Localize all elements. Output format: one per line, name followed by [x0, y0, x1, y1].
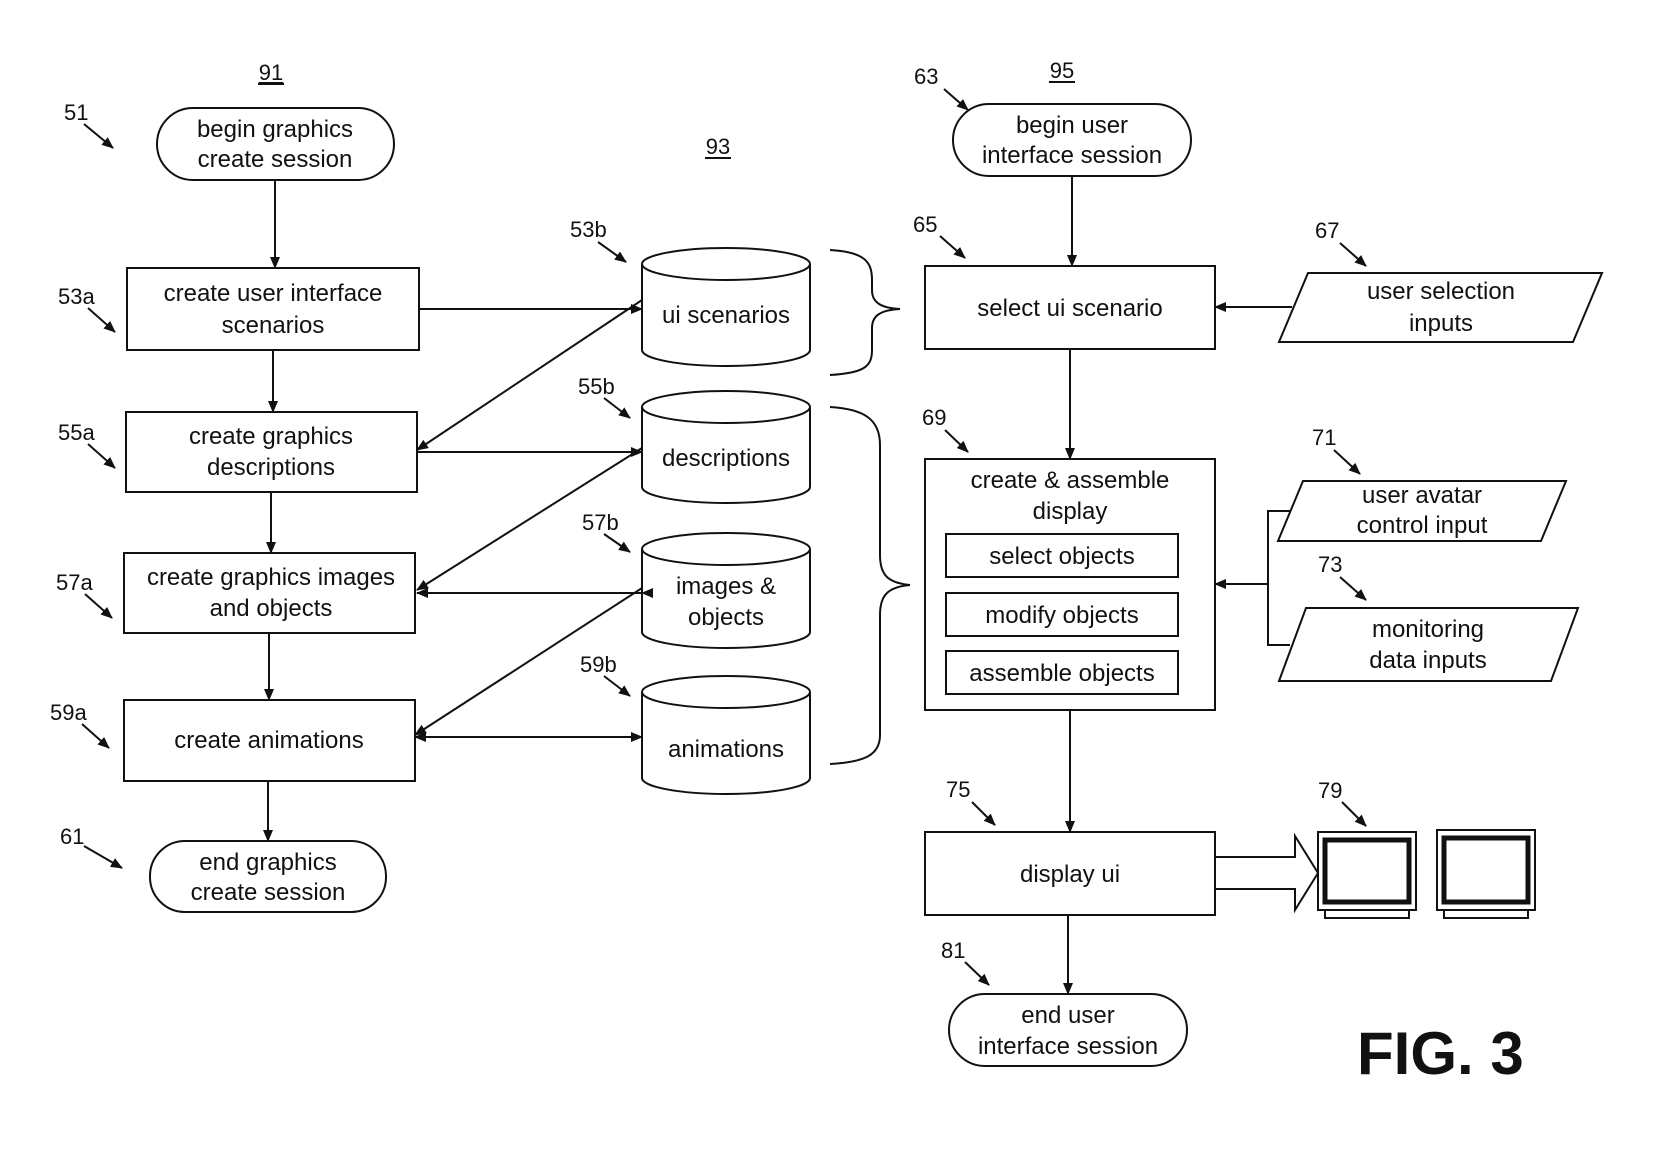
- brace-ui-scenarios: [830, 250, 900, 375]
- svg-text:animations: animations: [668, 736, 784, 763]
- end-ui-node: end user interface session: [949, 994, 1187, 1066]
- svg-text:descriptions: descriptions: [662, 445, 790, 472]
- svg-text:monitoring: monitoring: [1372, 616, 1484, 643]
- begin-graphics-node: begin graphics create session: [157, 108, 394, 180]
- ref-59a: 59a: [50, 700, 87, 725]
- ref-63: 63: [914, 64, 938, 89]
- svg-text:create graphics: create graphics: [189, 423, 353, 450]
- ref-81: 81: [941, 938, 965, 963]
- db-animations: animations: [642, 676, 810, 794]
- user-selection-inputs: user selection inputs: [1279, 273, 1602, 342]
- group-label-93: 93: [706, 134, 730, 159]
- svg-text:user selection: user selection: [1367, 278, 1515, 305]
- svg-text:display: display: [1033, 498, 1108, 525]
- begin-ui-node: begin user interface session: [953, 104, 1191, 176]
- ref-79: 79: [1318, 778, 1342, 803]
- create-ui-scenarios-step: create user interface scenarios: [127, 268, 419, 350]
- svg-text:select objects: select objects: [989, 543, 1134, 570]
- svg-text:create animations: create animations: [174, 727, 363, 754]
- ref-57a: 57a: [56, 570, 93, 595]
- svg-text:create session: create session: [198, 146, 353, 173]
- ref-53a: 53a: [58, 284, 95, 309]
- svg-text:create user interface: create user interface: [164, 280, 383, 307]
- user-avatar-control-input: user avatar control input: [1278, 481, 1566, 541]
- svg-text:begin user: begin user: [1016, 112, 1128, 139]
- svg-text:modify objects: modify objects: [985, 602, 1138, 629]
- ref-73: 73: [1318, 552, 1342, 577]
- svg-text:data inputs: data inputs: [1369, 647, 1486, 674]
- svg-text:objects: objects: [688, 604, 764, 631]
- ref-71: 71: [1312, 425, 1336, 450]
- svg-text:user avatar: user avatar: [1362, 482, 1482, 509]
- db-ui-scenarios: ui scenarios: [642, 248, 810, 366]
- create-graphics-descriptions-step: create graphics descriptions: [126, 412, 417, 492]
- db-descriptions: descriptions: [642, 391, 810, 503]
- ref-61: 61: [60, 824, 84, 849]
- ref-69: 69: [922, 405, 946, 430]
- svg-text:control input: control input: [1357, 512, 1488, 539]
- create-animations-step: create animations: [124, 700, 415, 781]
- select-ui-scenario-step: select ui scenario: [925, 266, 1215, 349]
- ref-55a: 55a: [58, 420, 95, 445]
- create-graphics-images-step: create graphics images and objects: [124, 553, 415, 633]
- svg-text:end graphics: end graphics: [199, 849, 336, 876]
- svg-text:and objects: and objects: [210, 595, 333, 622]
- svg-text:interface session: interface session: [982, 142, 1162, 169]
- ref-57b: 57b: [582, 510, 619, 535]
- monitoring-data-inputs: monitoring data inputs: [1279, 608, 1578, 681]
- ref-65: 65: [913, 212, 937, 237]
- db-images-objects: images & objects: [642, 533, 810, 648]
- monitor-icon: [1318, 832, 1416, 918]
- ref-75: 75: [946, 777, 970, 802]
- svg-text:select ui scenario: select ui scenario: [977, 295, 1162, 322]
- ref-53b: 53b: [570, 217, 607, 242]
- svg-text:descriptions: descriptions: [207, 454, 335, 481]
- group-label-91: 91: [259, 60, 283, 85]
- svg-text:scenarios: scenarios: [222, 312, 325, 339]
- svg-text:images &: images &: [676, 573, 776, 600]
- end-graphics-node: end graphics create session: [150, 841, 386, 912]
- svg-text:inputs: inputs: [1409, 310, 1473, 337]
- ref-51: 51: [64, 100, 88, 125]
- svg-text:interface session: interface session: [978, 1033, 1158, 1060]
- ref-67: 67: [1315, 218, 1339, 243]
- svg-text:create session: create session: [191, 879, 346, 906]
- svg-text:end user: end user: [1021, 1002, 1114, 1029]
- svg-text:begin graphics: begin graphics: [197, 116, 353, 143]
- svg-text:display ui: display ui: [1020, 861, 1120, 888]
- monitor-icon-2: [1437, 830, 1535, 918]
- svg-text:create graphics images: create graphics images: [147, 564, 395, 591]
- svg-text:ui scenarios: ui scenarios: [662, 302, 790, 329]
- brace-resources: [830, 407, 910, 764]
- group-label-95: 95: [1050, 58, 1074, 83]
- display-output-arrow: [1215, 836, 1318, 910]
- svg-text:create & assemble: create & assemble: [971, 467, 1170, 494]
- figure-label: FIG. 3: [1357, 1020, 1524, 1087]
- display-ui-step: display ui: [925, 832, 1215, 915]
- ref-59b: 59b: [580, 652, 617, 677]
- ref-55b: 55b: [578, 374, 615, 399]
- create-assemble-display-step: create & assemble display select objects…: [925, 459, 1215, 710]
- svg-text:assemble objects: assemble objects: [969, 660, 1154, 687]
